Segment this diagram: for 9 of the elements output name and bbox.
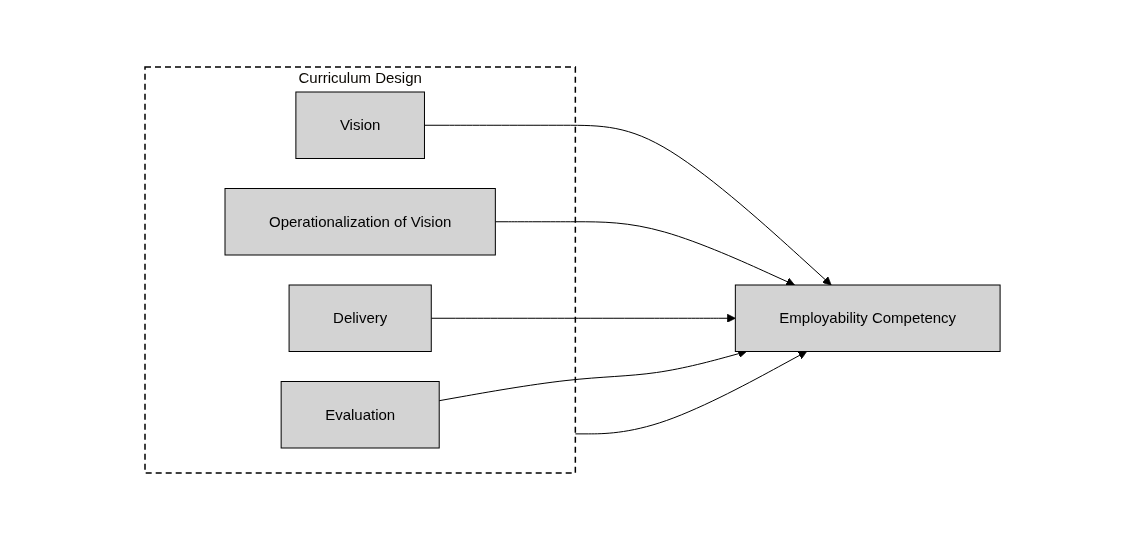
arrow [494, 221, 795, 286]
node-box: Evaluation [280, 381, 440, 449]
node-box: Employability Competency [734, 284, 1001, 352]
arrow [430, 313, 736, 323]
node-box: Delivery [288, 284, 432, 352]
node-box: Vision [295, 91, 425, 159]
arrow [574, 351, 807, 435]
node-box: Operationalization of Vision [224, 188, 496, 256]
arrow [423, 124, 832, 286]
